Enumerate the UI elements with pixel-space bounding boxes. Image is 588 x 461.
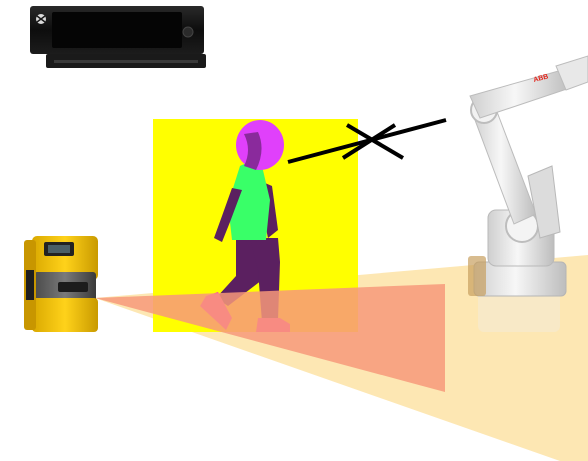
- kinect-lens: [183, 27, 193, 37]
- kinect-sensor: [30, 6, 206, 68]
- robot-upper-arm: [470, 70, 570, 118]
- scanner-display-screen: [48, 245, 70, 253]
- scanner-side-dark: [26, 270, 34, 300]
- xbox-logo-icon: [36, 14, 46, 24]
- sensor-beam: [95, 284, 445, 392]
- scanner-window-slot: [58, 282, 88, 292]
- robot-reflection: [478, 292, 560, 332]
- kinect-front-panel: [52, 12, 182, 48]
- safety-laser-scanner: [24, 236, 98, 332]
- robot-base-plate: [468, 256, 486, 296]
- kinect-stand-edge: [54, 60, 198, 63]
- scanner-housing-base: [32, 298, 98, 332]
- robot-base: [474, 262, 566, 296]
